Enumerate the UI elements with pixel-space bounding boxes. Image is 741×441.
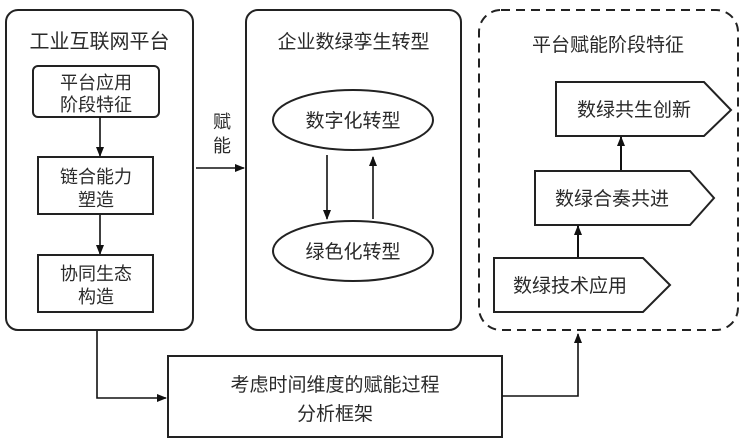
stage-tech-application-label: 数绿技术应用: [513, 275, 627, 297]
green-transformation-node: [272, 220, 434, 282]
arrow-left-to-bottom: [96, 331, 167, 402]
chain-capability-line2: 塑造: [78, 190, 114, 211]
ecosystem-line1: 协同生态: [60, 264, 132, 285]
left-panel-title: 工业互联网平台: [30, 29, 170, 53]
enable-label-char1: 赋: [213, 112, 231, 133]
middle-panel-title: 企业数绿孪生转型: [277, 31, 429, 53]
stage-symbiosis-innovation-label: 数绿共生创新: [577, 99, 691, 121]
stage-symbiosis-innovation: [555, 81, 733, 137]
arrow-bottom-to-right: [502, 333, 582, 397]
analysis-framework-line2: 分析框架: [297, 403, 373, 425]
ecosystem-box: [37, 254, 154, 313]
platform-stage-line1: 平台应用: [60, 73, 132, 94]
platform-stage-box: [32, 65, 160, 118]
platform-stage-line2: 阶段特征: [60, 95, 132, 116]
right-panel-title: 平台赋能阶段特征: [532, 34, 684, 56]
middle-panel: [245, 9, 462, 331]
stage-coordinated-progress-label: 数绿合奏共进: [555, 188, 669, 210]
analysis-framework-line1: 考虑时间维度的赋能过程: [230, 374, 439, 396]
stage-coordinated-progress: [534, 170, 716, 226]
green-transformation-label: 绿色化转型: [305, 241, 400, 263]
chain-capability-box: [37, 156, 154, 215]
chain-capability-line1: 链合能力: [60, 167, 132, 188]
enable-label-char2: 能: [213, 136, 231, 157]
right-panel: [478, 9, 739, 331]
left-panel: [5, 9, 194, 331]
ecosystem-line2: 构造: [78, 287, 114, 308]
digital-transformation-label: 数字化转型: [305, 110, 400, 132]
stage-tech-application: [493, 257, 672, 313]
digital-transformation-node: [272, 89, 434, 151]
